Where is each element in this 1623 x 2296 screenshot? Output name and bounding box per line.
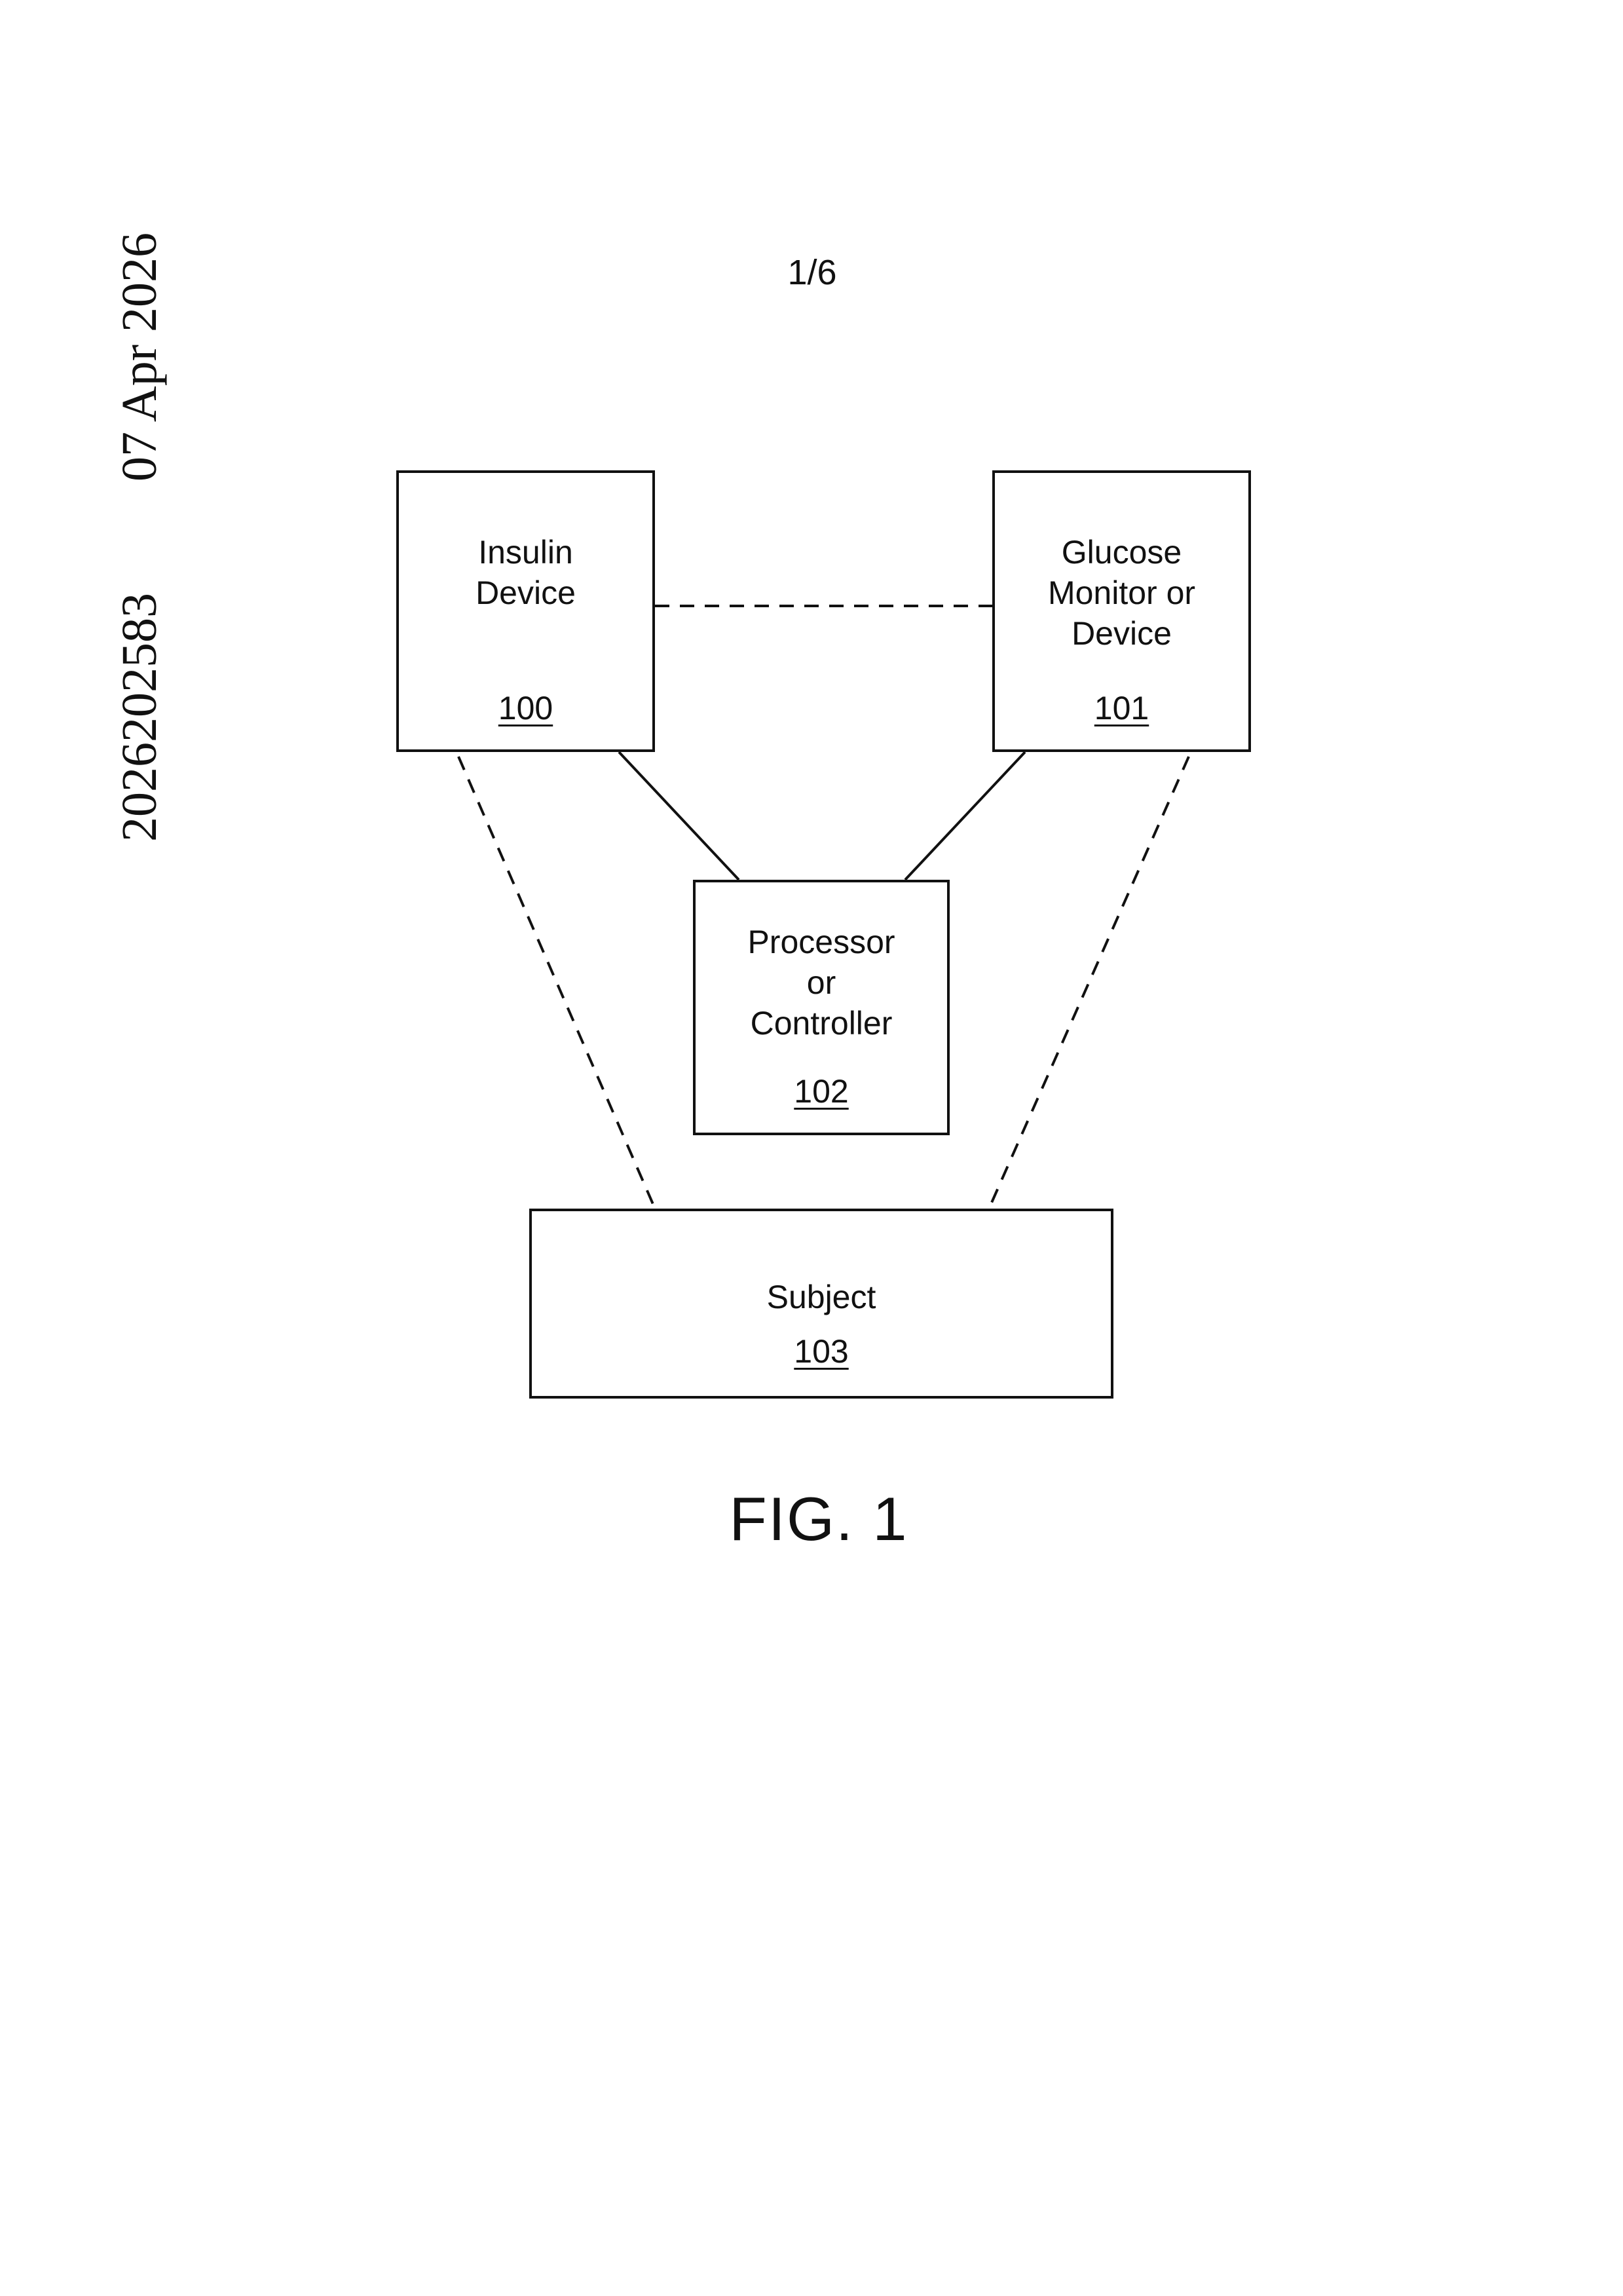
subject-box: Subject 103 <box>529 1209 1113 1399</box>
subject-title: Subject <box>532 1277 1111 1317</box>
glucose-monitor-ref: 101 <box>995 689 1248 727</box>
processor-controller-box: Processor or Controller 102 <box>693 880 950 1135</box>
subject-ref: 103 <box>532 1332 1111 1370</box>
connector-insulin-processor <box>619 752 739 880</box>
insulin-device-ref: 100 <box>399 689 652 727</box>
insulin-device-ref-number: 100 <box>498 690 553 726</box>
glucose-monitor-title: Glucose Monitor or Device <box>995 532 1248 654</box>
processor-controller-ref-number: 102 <box>794 1073 848 1110</box>
figure-label: FIG. 1 <box>688 1484 950 1554</box>
insulin-device-title: Insulin Device <box>399 532 652 613</box>
glucose-monitor-box: Glucose Monitor or Device 101 <box>992 470 1251 752</box>
insulin-device-box: Insulin Device 100 <box>396 470 655 752</box>
connector-glucose-subject <box>989 757 1189 1209</box>
connector-insulin-subject <box>458 757 655 1209</box>
connector-glucose-processor <box>905 752 1025 880</box>
glucose-monitor-ref-number: 101 <box>1094 690 1149 726</box>
subject-ref-number: 103 <box>794 1333 848 1370</box>
processor-controller-ref: 102 <box>696 1072 947 1110</box>
processor-controller-title: Processor or Controller <box>696 922 947 1044</box>
